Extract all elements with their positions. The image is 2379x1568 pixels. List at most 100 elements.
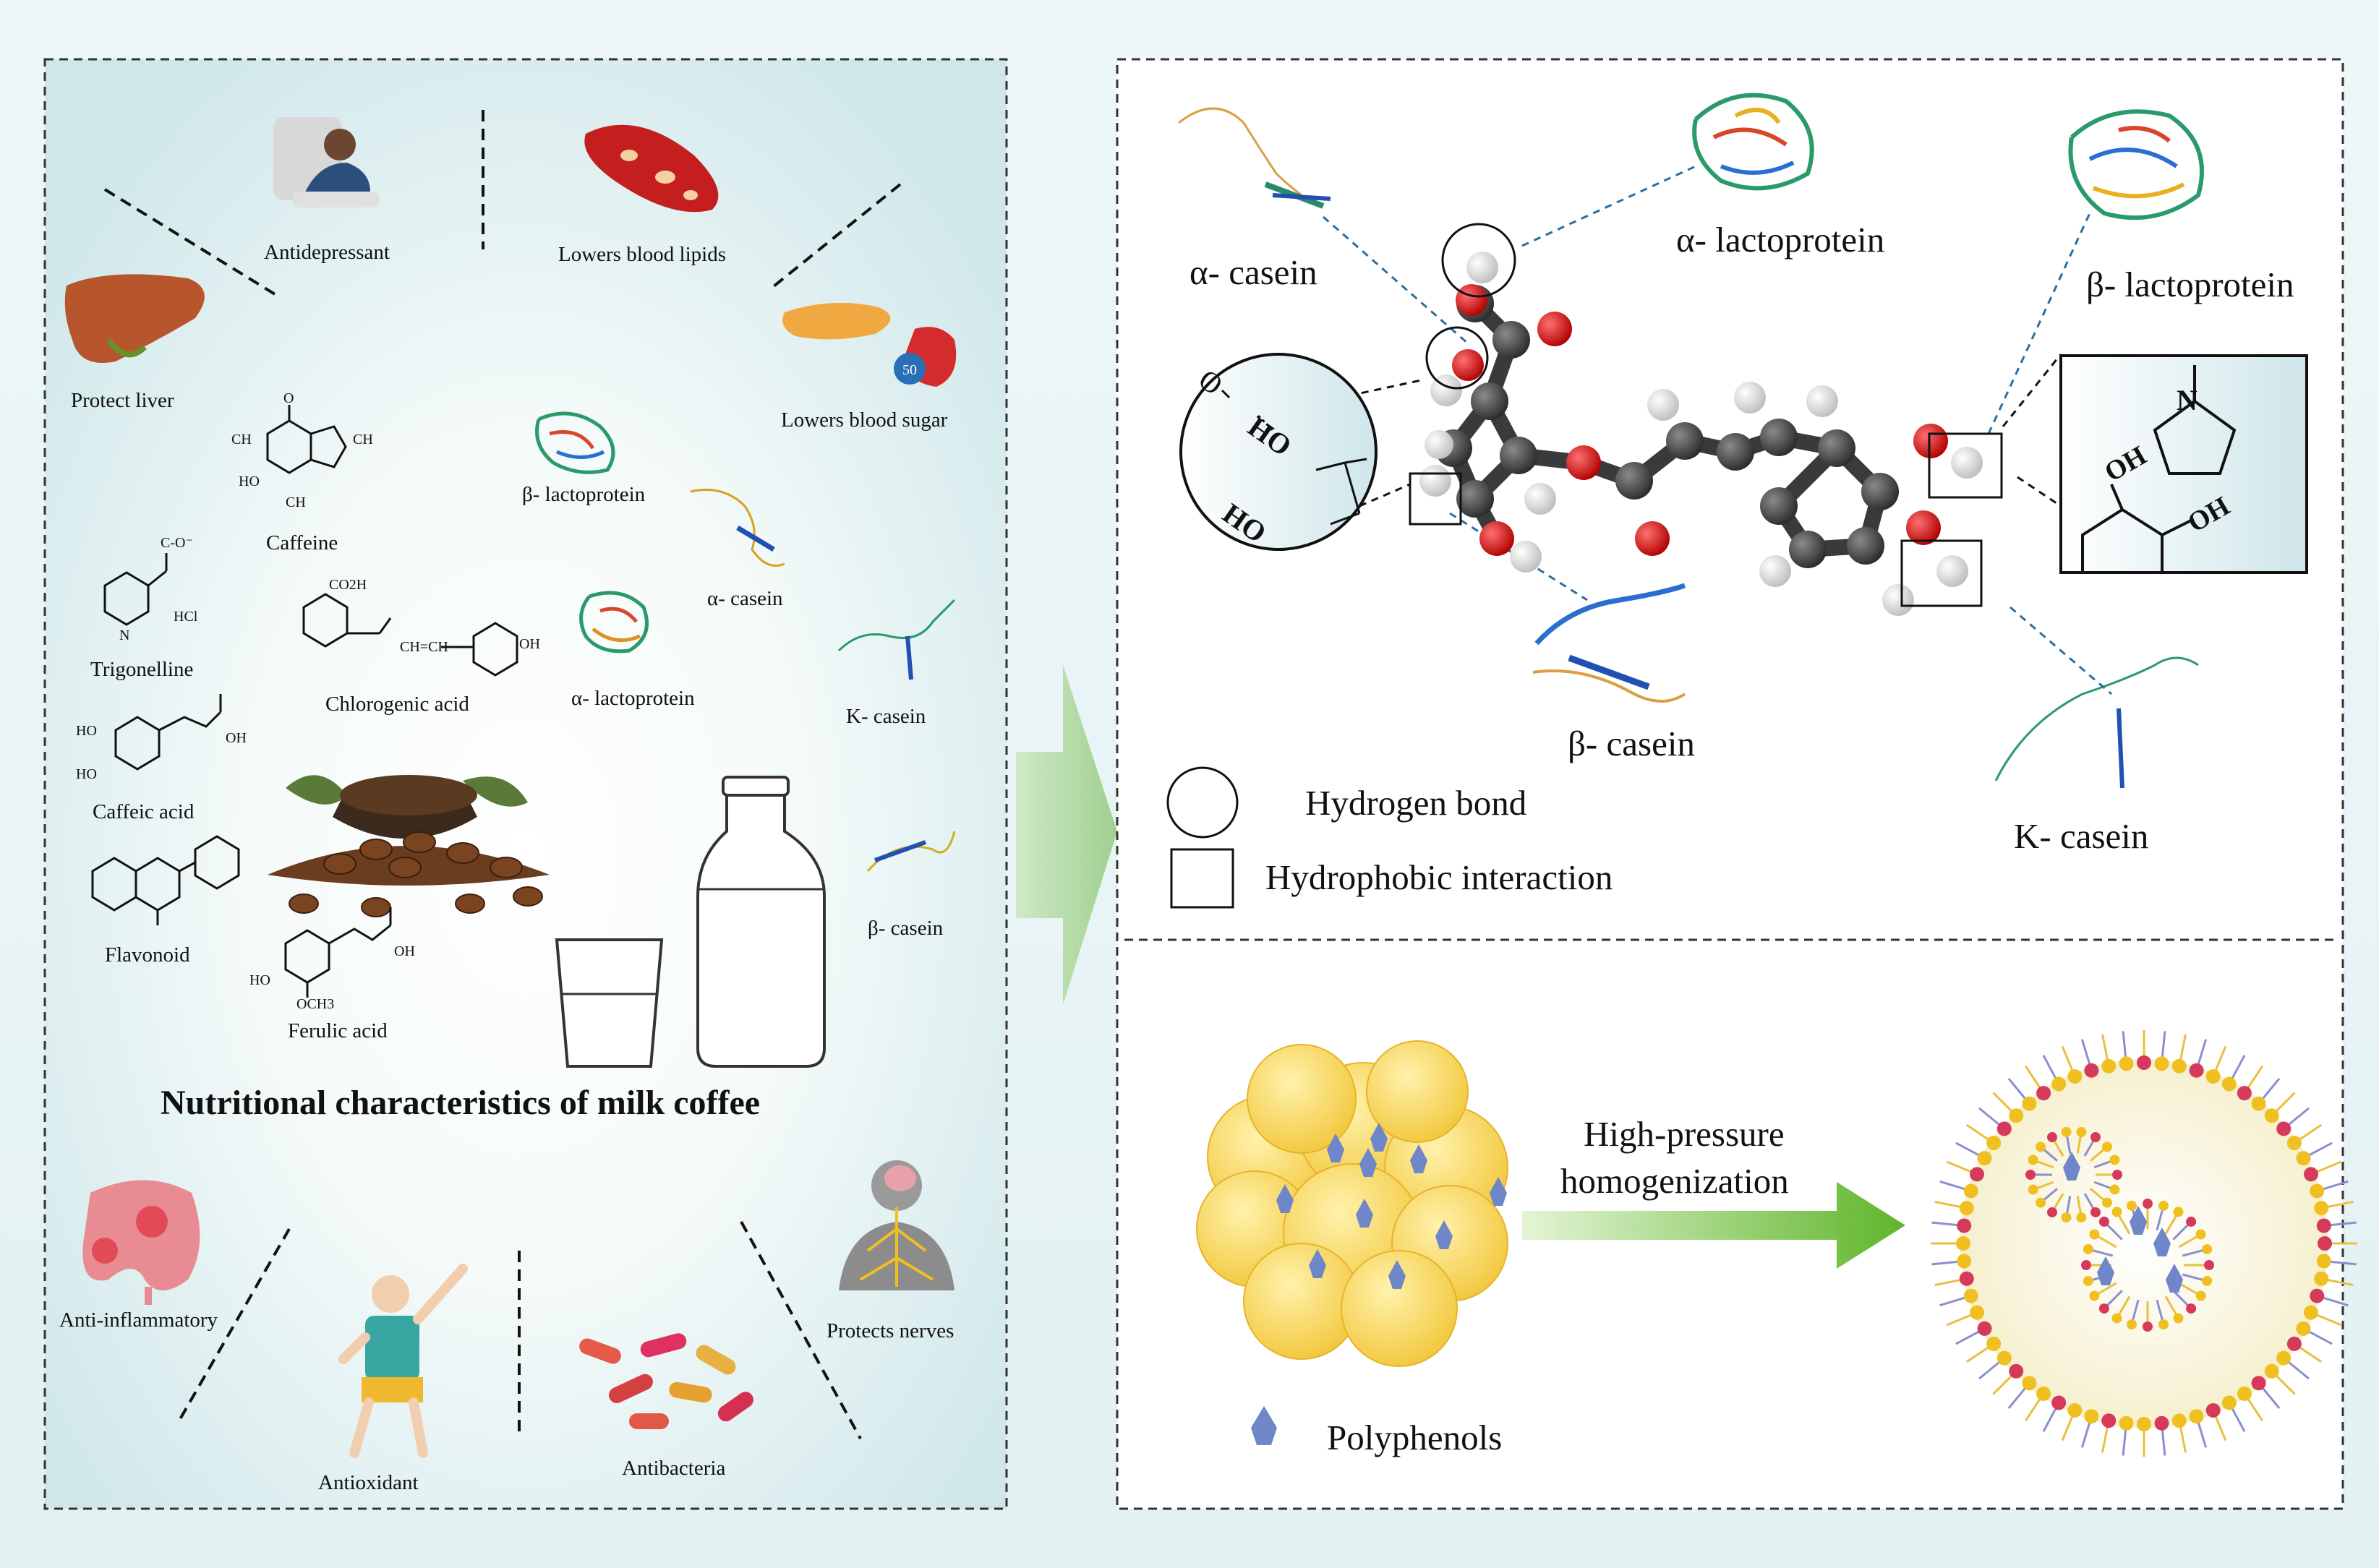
lipid-head [2089, 1290, 2100, 1301]
hydrophobic-legend-symbol [1170, 848, 1234, 909]
benefit-antioxidant: Antioxidant [318, 1471, 419, 1494]
lipid-head [2009, 1108, 2024, 1123]
benefit-antidepressant: Antidepressant [264, 241, 390, 264]
lipid-head [2101, 1413, 2117, 1428]
coffee-beans-icon [268, 775, 550, 917]
protein-beta-casein: β- casein [1568, 724, 1695, 763]
lipid-head [2084, 1409, 2099, 1424]
compound-chlorogenic-acid: Chlorogenic acid [325, 693, 469, 716]
lipid-head [1996, 1121, 2012, 1136]
lipid-head [2101, 1141, 2112, 1152]
lipid-head [2303, 1167, 2318, 1182]
hydrogen-bond-legend-symbol [1166, 766, 1239, 839]
micelle [1931, 1030, 2357, 1457]
atom-label-oh: OH [226, 730, 247, 746]
lipid-head [2025, 1170, 2036, 1180]
lipid-head [2310, 1183, 2325, 1199]
lipid-head [2237, 1086, 2252, 1101]
lipid-head [2051, 1076, 2067, 1092]
atom-label-co2h: CO2H [329, 577, 367, 593]
fat-globule-cluster [1196, 1040, 1508, 1367]
lipid-head [2083, 1275, 2093, 1286]
atom-label-ho: HO [239, 474, 260, 489]
lipid-head [1963, 1288, 1978, 1303]
zoom-hydrophobic [2059, 354, 2308, 574]
atom-label-ch: CH [353, 432, 373, 447]
lipid-head [2119, 1056, 2134, 1071]
lipid-head [2083, 1244, 2093, 1255]
lipid-head [2081, 1260, 2091, 1270]
protein-alpha-casein: α- casein [1190, 252, 1317, 292]
protein-beta-casein-left: β- casein [868, 917, 944, 940]
atom-label-coo: C-O⁻ [161, 535, 193, 551]
lipid-head [2098, 1303, 2109, 1314]
lipid-head [2067, 1069, 2083, 1084]
left-separators [103, 110, 902, 1439]
compound-trigonelline: Trigonelline [90, 658, 194, 681]
lipid-head [1970, 1305, 1985, 1320]
lipid-head [2158, 1200, 2169, 1211]
legend-hydrogen-bond: Hydrogen bond [1305, 783, 1527, 823]
nervous-system-icon [839, 1160, 954, 1290]
lipid-head [2119, 1415, 2134, 1431]
lipid-head [2303, 1305, 2318, 1320]
lipid-head [2089, 1229, 2100, 1240]
lipid-head [2061, 1212, 2072, 1223]
protein-alpha-lactoprotein: α- lactoprotein [1676, 220, 1885, 260]
chlorogenic-acid-model [1409, 223, 2003, 616]
lipid-head [2098, 1216, 2109, 1227]
lipid-head [2143, 1199, 2153, 1209]
lipid-head [1963, 1183, 1978, 1199]
lipid-head [2143, 1321, 2153, 1332]
person-icon [273, 117, 380, 207]
lipid-head [2101, 1058, 2117, 1074]
liver-icon [64, 274, 205, 363]
chemical-structures [91, 405, 518, 998]
lipid-head [2036, 1141, 2046, 1152]
lipid-head [2221, 1395, 2237, 1410]
lipid-head [2186, 1216, 2197, 1227]
left-protein-ribbons [535, 411, 956, 872]
lipid-head [2251, 1376, 2266, 1391]
lipid-head [2205, 1069, 2221, 1084]
person-icon [338, 1264, 468, 1458]
lipid-head [1986, 1136, 2002, 1151]
atom-label-ho: HO [76, 766, 97, 782]
lipid-head [2137, 1055, 2151, 1070]
lipid-head [2264, 1108, 2279, 1123]
lipid-head [2186, 1303, 2197, 1314]
lipid-head [2314, 1201, 2329, 1216]
lipid-head [2286, 1336, 2302, 1351]
lipid-head [2111, 1207, 2122, 1217]
blood-cell-icon [584, 124, 719, 213]
lipid-head [2316, 1254, 2331, 1269]
lipid-head [2264, 1363, 2279, 1379]
lipid-head [1977, 1151, 1992, 1166]
lipid-head [2047, 1207, 2057, 1217]
intestine-icon [82, 1180, 200, 1305]
lipid-head [2112, 1170, 2122, 1180]
compound-caffeic-acid: Caffeic acid [93, 800, 195, 823]
zoom-hydrogen-bond [1179, 353, 1378, 551]
lipid-head [2316, 1218, 2331, 1233]
lipid-head [1970, 1167, 1985, 1182]
lipid-head [2171, 1413, 2187, 1428]
lipid-head [2137, 1417, 2151, 1431]
polyphenol-icon [1251, 1406, 1277, 1445]
bacteria-icon [579, 1333, 753, 1429]
transition-arrow [1016, 665, 1117, 1005]
lipid-head [1957, 1254, 1972, 1269]
lipid-head [2090, 1132, 2101, 1143]
benefit-protects-nerves: Protects nerves [827, 1319, 954, 1342]
lipid-head [2296, 1321, 2311, 1336]
lipid-head [2111, 1313, 2122, 1324]
lipid-head [2109, 1154, 2120, 1165]
lipid-head [2061, 1126, 2072, 1137]
lipid-head [1977, 1321, 1992, 1336]
compound-ferulic-acid: Ferulic acid [288, 1019, 388, 1042]
lipid-head [2028, 1154, 2038, 1165]
compound-caffeine: Caffeine [266, 531, 338, 554]
lipid-head [1986, 1336, 2002, 1351]
